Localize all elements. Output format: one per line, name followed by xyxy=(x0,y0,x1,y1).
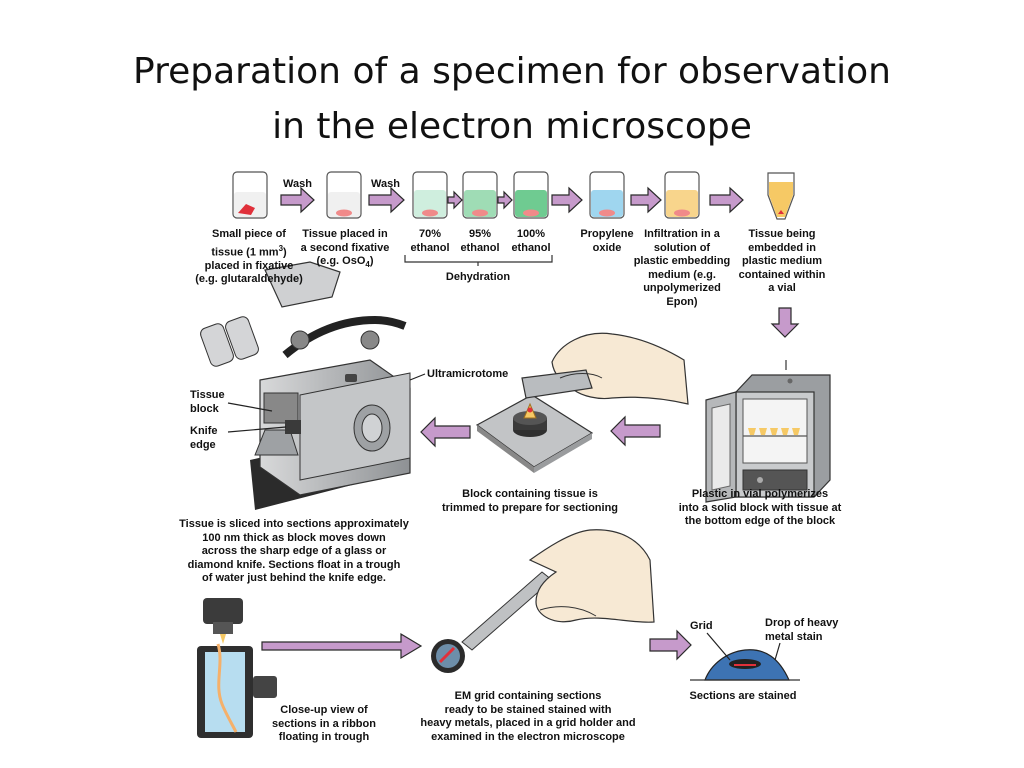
stain-drop xyxy=(690,632,800,681)
caption-stained: Sections are stained xyxy=(689,690,797,702)
hand-with-razor xyxy=(521,332,689,405)
arrow-closeup-to-emgrid xyxy=(261,632,423,660)
arrow-95-to-100 xyxy=(497,190,513,210)
trimming-stage xyxy=(475,394,594,473)
caption-ethanol-100: 100%ethanol xyxy=(511,228,551,254)
caption-ethanol-70: 70%ethanol xyxy=(410,228,450,254)
caption-slice: Tissue is sliced into sections approxima… xyxy=(179,518,409,584)
embedding-vial xyxy=(767,172,795,220)
arrow-infiltration-to-vial xyxy=(709,186,744,214)
caption-dehydration: Dehydration xyxy=(445,271,511,283)
trough-closeup xyxy=(197,598,277,738)
arrow-emgrid-to-stained xyxy=(649,629,692,661)
arrow-second-to-ethanol xyxy=(368,186,405,214)
beaker-ethanol-95 xyxy=(462,171,498,219)
wash-label-1: Wash xyxy=(283,178,312,190)
em-grid-with-tweezers xyxy=(431,529,655,673)
slide-title: Preparation of a specimen for observatio… xyxy=(0,44,1024,154)
caption-second-fixative: Tissue placed in a second fixative (e.g.… xyxy=(300,228,390,270)
arrow-fixative-to-second xyxy=(280,186,315,214)
arrow-propylene-to-infiltration xyxy=(630,186,662,214)
beaker-ethanol-70 xyxy=(412,171,448,219)
beaker-fixative xyxy=(232,171,268,219)
beaker-ethanol-100 xyxy=(513,171,549,219)
arrow-down-to-oven xyxy=(770,307,800,338)
title-line-2: in the electron microscope xyxy=(272,106,752,147)
polymerization-oven xyxy=(705,360,831,503)
ultramicrotome xyxy=(200,261,426,510)
caption-fixative: Small piece of tissue (1 mm3) placed in … xyxy=(195,228,303,286)
beaker-infiltration xyxy=(664,171,700,219)
arrow-70-to-95 xyxy=(447,190,463,210)
label-ultramicrotome: Ultramicrotome xyxy=(427,368,509,380)
beaker-second-fixative xyxy=(326,171,362,219)
arrow-100-to-propylene xyxy=(551,186,583,214)
caption-ethanol-95: 95%ethanol xyxy=(460,228,500,254)
title-line-1: Preparation of a specimen for observatio… xyxy=(133,51,891,92)
arrow-oven-to-trim xyxy=(610,415,661,447)
arrow-trim-to-ultramicrotome xyxy=(420,416,471,448)
wash-label-2: Wash xyxy=(371,178,400,190)
label-grid: Grid xyxy=(690,620,713,632)
dehydration-bracket xyxy=(404,255,553,263)
beaker-propylene-oxide xyxy=(589,171,625,219)
